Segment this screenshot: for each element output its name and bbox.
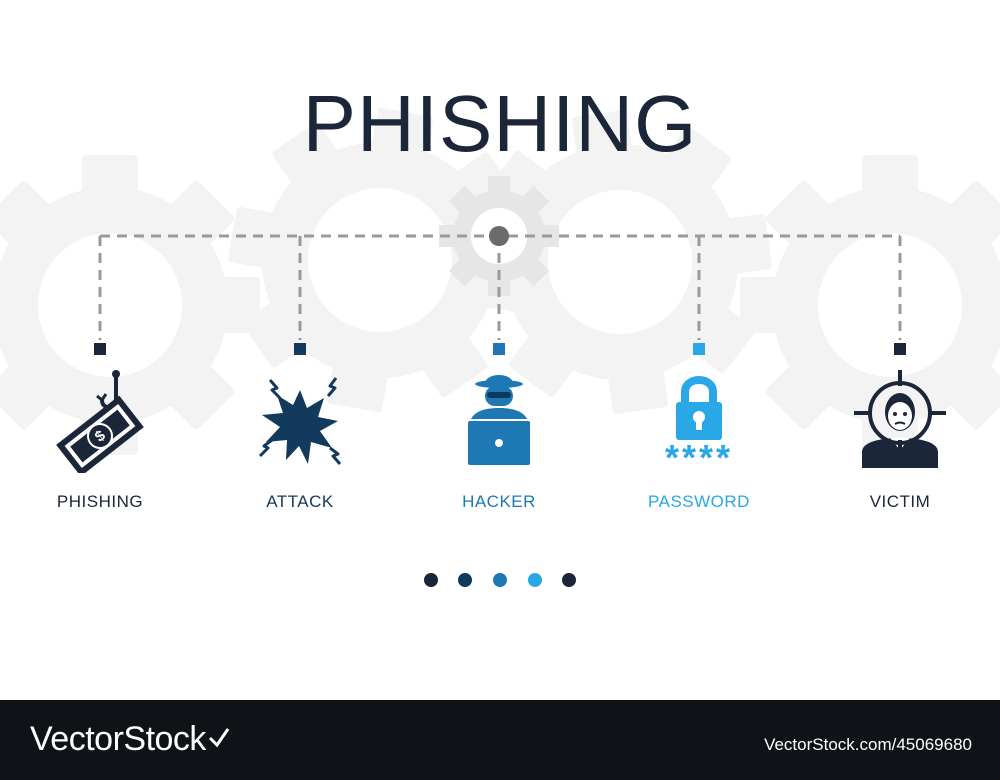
password-mask: **** <box>665 437 733 473</box>
target-person-icon <box>854 370 946 468</box>
connector-lines <box>94 226 906 355</box>
label-attack: ATTACK <box>266 492 334 511</box>
label-phishing: PHISHING <box>56 492 144 511</box>
pagination-dot <box>493 573 507 587</box>
node-square-3 <box>493 343 505 355</box>
pagination-dot <box>458 573 472 587</box>
pagination-dot <box>528 573 542 587</box>
pagination-dot <box>562 573 576 587</box>
infographic: PHISHING $ <box>0 79 1000 587</box>
money-on-hook-icon: $ <box>56 370 144 473</box>
label-victim: VICTIM <box>869 492 931 511</box>
brand-name: VectorStock <box>30 720 206 758</box>
node-square-4 <box>693 343 705 355</box>
stock-id: VectorStock.com/45069680 <box>764 735 972 754</box>
watermark-footer: VectorStock VectorStock.com/45069680 <box>0 700 1000 780</box>
pagination-dots <box>424 573 576 587</box>
pagination-dot <box>424 573 438 587</box>
brand-mark-icon <box>208 728 230 748</box>
label-password: PASSWORD <box>648 492 750 511</box>
padlock-password-icon: **** <box>665 376 733 473</box>
node-square-2 <box>294 343 306 355</box>
page-title: PHISHING <box>302 79 698 168</box>
label-hacker: HACKER <box>462 492 536 511</box>
node-square-1 <box>94 343 106 355</box>
hacker-icon <box>466 375 532 467</box>
explosion-icon <box>258 377 342 465</box>
node-square-5 <box>894 343 906 355</box>
brand-logo: VectorStock <box>30 720 230 759</box>
